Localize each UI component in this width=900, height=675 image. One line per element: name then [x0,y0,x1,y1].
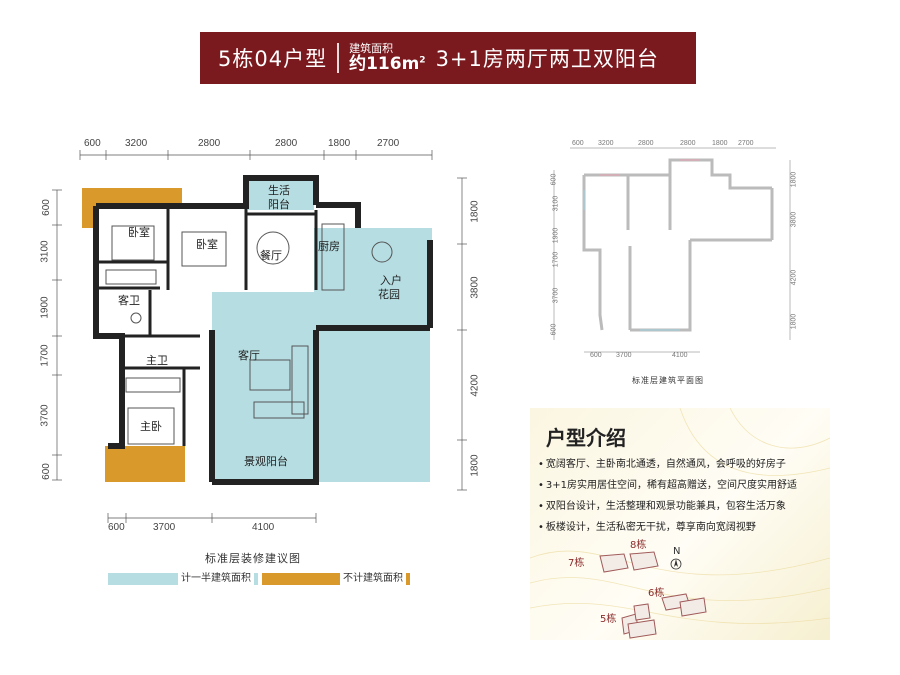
legend-half-label: 计一半建筑面积 [178,572,254,586]
std-left-dim-4: 1700 [552,251,560,268]
left-dim-6: 600 [40,463,52,480]
map-north: N [673,546,681,557]
room-entry-2: 花园 [378,288,400,301]
area-label: 建筑面积 [349,41,394,55]
std-left-dim-3: 1900 [552,227,560,244]
legend-half-area: 计一半建筑面积 [108,572,258,586]
site-map [599,551,707,639]
area-value: 约116m2 [349,53,426,74]
std-bottom-dim-1: 600 [590,352,602,359]
top-dim-1: 600 [84,138,101,149]
room-master-bed: 主卧 [140,420,162,433]
std-right-dim-1: 1800 [790,171,798,188]
bottom-dim-3: 4100 [252,522,275,533]
right-dim-1: 1800 [469,200,481,223]
legend-no-label: 不计建筑面积 [340,572,406,586]
left-dim-5: 3700 [39,404,51,427]
intro-points: 宽阔客厅、主卧南北通透，自然通风，会呼吸的好房子 3+1房实用居住空间，稀有超高… [538,454,797,538]
right-dim-3: 4200 [469,374,481,397]
top-dim-5: 1800 [328,138,351,149]
top-dim-4: 2800 [275,138,298,149]
top-dim-3: 2800 [198,138,221,149]
intro-point: 3+1房实用居住空间，稀有超高赠送，空间尺度实用舒适 [538,475,797,496]
std-right-dim-3: 4200 [790,269,798,286]
room-master-bath: 主卫 [146,354,168,367]
room-service-balcony-2: 阳台 [268,198,290,211]
intro-point: 双阳台设计，生活整理和观景功能兼具，包容生活万象 [538,496,797,517]
legend-no-area: 不计建筑面积 [262,572,410,586]
right-dim-4: 1800 [469,454,481,477]
room-dining: 餐厅 [260,249,282,262]
std-left-dim-2: 3100 [552,195,560,212]
std-left-dim-5: 3700 [552,287,560,304]
std-plan-caption: 标准层建筑平面图 [632,376,704,385]
intro-panel: 户型介绍 宽阔客厅、主卧南北通透，自然通风，会呼吸的好房子 3+1房实用居住空间… [530,408,830,640]
std-bottom-dim-3: 4100 [672,352,688,359]
std-left-dim-1: 600 [550,173,558,186]
plan-caption: 标准层装修建议图 [205,552,301,565]
map-building-6: 6栋 [648,588,665,599]
bottom-dim-1: 600 [108,522,125,533]
layout-type: 3+1房两厅两卫双阳台 [435,47,659,71]
room-guest-bath: 客卫 [118,294,140,307]
std-top-dim-4: 2800 [680,140,696,147]
std-right-dim-4: 1800 [790,313,798,330]
std-bottom-dim-2: 3700 [616,352,632,359]
bottom-dim-2: 3700 [153,522,176,533]
intro-title: 户型介绍 [546,426,626,450]
room-service-balcony-1: 生活 [268,184,290,197]
right-dim-2: 3800 [469,276,481,299]
left-dim-2: 3100 [39,240,51,263]
room-view-balcony: 景观阳台 [244,455,288,468]
std-top-dim-6: 2700 [738,140,754,147]
room-bedroom-2: 卧室 [196,238,218,251]
unit-type: 5栋04户型 [218,47,328,71]
std-top-dim-2: 3200 [598,140,614,147]
std-top-dim-5: 1800 [712,140,728,147]
left-dim-4: 1700 [39,344,51,367]
intro-point: 板楼设计，生活私密无干扰，尊享南向宽阔视野 [538,517,797,538]
room-living: 客厅 [238,349,260,362]
std-top-dim-3: 2800 [638,140,654,147]
room-kitchen: 厨房 [318,240,340,253]
map-building-7: 7栋 [568,558,585,569]
map-building-8: 8栋 [630,540,647,551]
top-dim-6: 2700 [377,138,400,149]
room-entry-1: 入户 [380,274,402,287]
area-block: 建筑面积 约116m2 [349,41,426,74]
std-top-dim-1: 600 [572,140,584,147]
std-left-dim-6: 600 [550,323,558,336]
room-bedroom-1: 卧室 [128,226,150,239]
top-dim-2: 3200 [125,138,148,149]
title-banner: 5栋04户型 建筑面积 约116m2 3+1房两厅两卫双阳台 [200,32,696,84]
std-right-dim-2: 3800 [790,211,798,228]
map-building-5: 5栋 [600,614,617,625]
left-dim-3: 1900 [39,296,51,319]
banner-divider [337,43,340,73]
std-floor-plan [553,147,791,353]
left-dim-1: 600 [40,199,52,216]
intro-point: 宽阔客厅、主卧南北通透，自然通风，会呼吸的好房子 [538,454,797,475]
